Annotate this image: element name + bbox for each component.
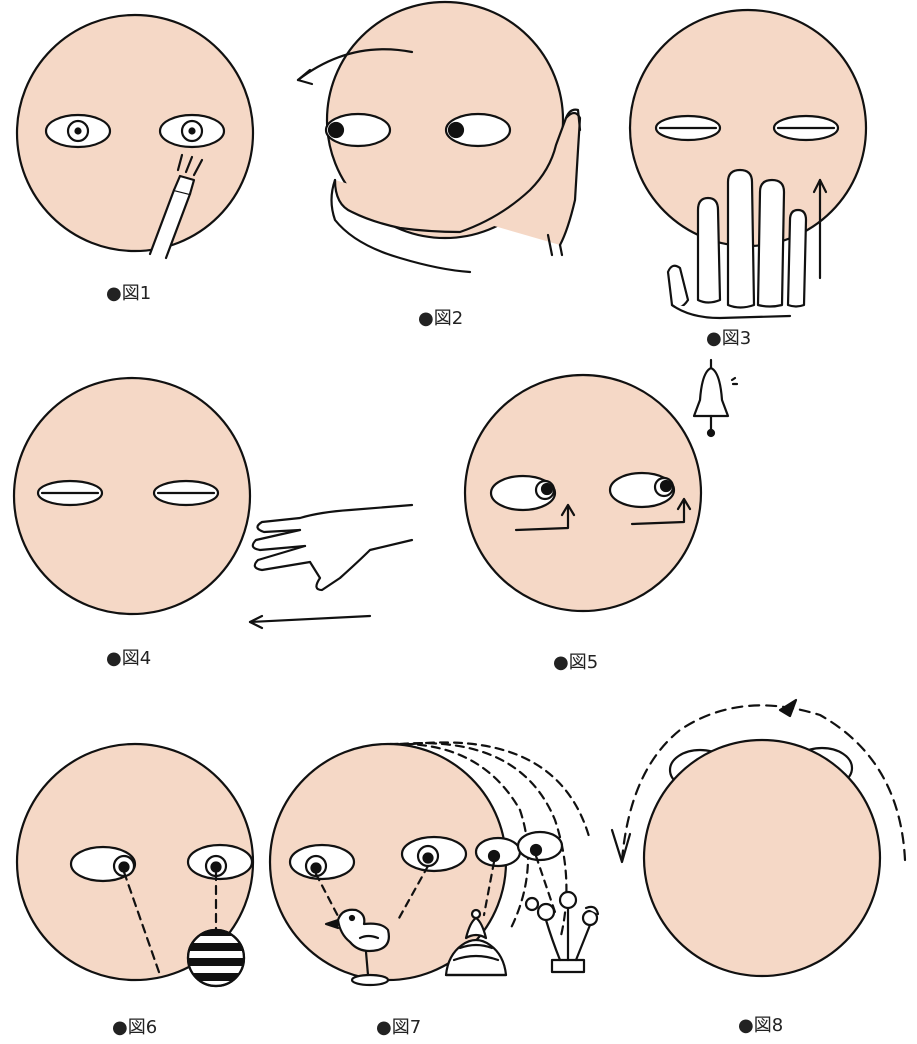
- figure-6-caption: ●図6: [112, 1013, 157, 1039]
- figure-4-drawing: [14, 378, 412, 628]
- figure-7-drawing: [270, 742, 598, 985]
- right-eye: [402, 837, 466, 871]
- right-eye: [610, 473, 674, 507]
- figure-8-caption: ●図8: [738, 1011, 783, 1037]
- figure-6-drawing: [17, 744, 253, 986]
- right-eye: [160, 115, 224, 147]
- figure-2-caption: ●図2: [418, 304, 463, 330]
- figure-3-drawing: [630, 10, 866, 318]
- head-back-circle: [644, 740, 880, 976]
- figure-8-drawing: [612, 700, 905, 976]
- left-eye: [491, 476, 555, 510]
- figure-5-drawing: [465, 360, 737, 611]
- figure-1-caption: ●図1: [106, 279, 151, 305]
- right-eye-closed: [774, 116, 838, 140]
- figure-1-drawing: [17, 15, 253, 258]
- motion-arrow: [250, 616, 370, 622]
- left-eye: [46, 115, 110, 147]
- rotation-arrowhead-left: [612, 830, 630, 862]
- ghost-eye-2: [518, 832, 562, 860]
- rotation-arrowhead-top: [780, 700, 796, 716]
- left-eye: [326, 114, 390, 146]
- bell-icon: [694, 360, 737, 436]
- sweeping-hand: [253, 505, 412, 590]
- left-eye-closed: [38, 481, 102, 505]
- figure-5-caption: ●図5: [553, 648, 598, 674]
- right-eye-closed: [154, 481, 218, 505]
- figure-2-drawing: [298, 2, 580, 272]
- left-eye-closed: [656, 116, 720, 140]
- ghost-eye-1: [476, 838, 520, 866]
- figure-3-caption: ●図3: [706, 324, 751, 350]
- left-eye: [290, 845, 354, 879]
- right-eye: [188, 845, 252, 879]
- right-eye: [446, 114, 510, 146]
- figure-7-caption: ●図7: [376, 1013, 421, 1039]
- figure-4-caption: ●図4: [106, 644, 151, 670]
